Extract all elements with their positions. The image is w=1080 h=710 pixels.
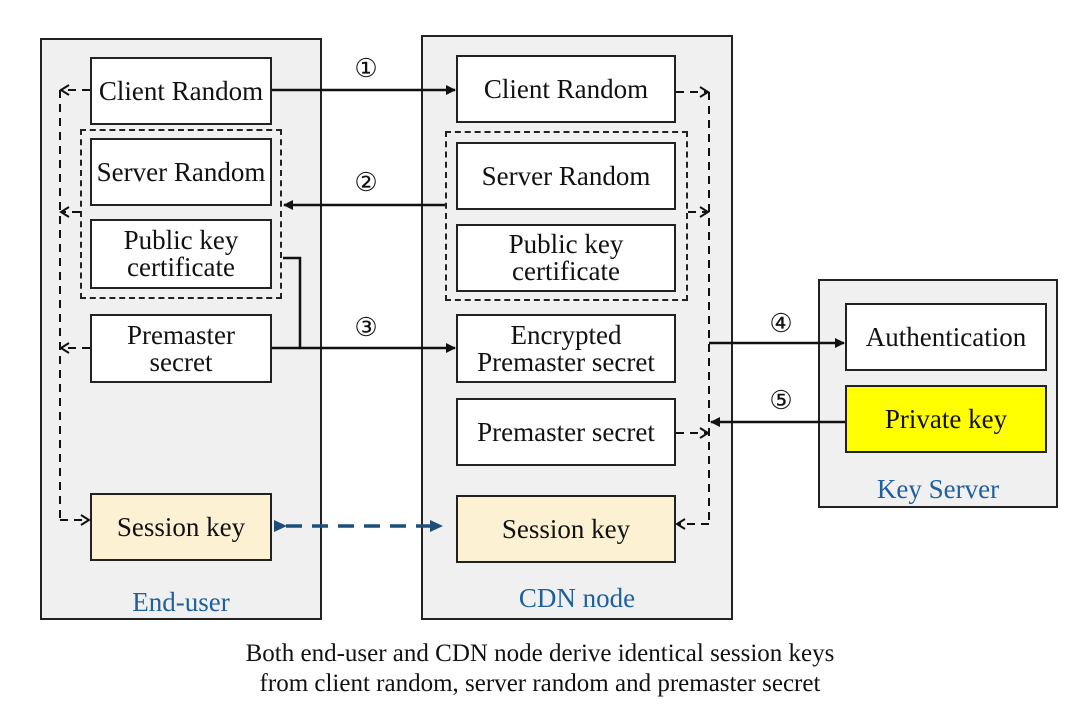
cdn-client-random-box: Client Random	[456, 55, 676, 123]
cdn-encrypted-premaster-box: Encrypted Premaster secret	[456, 314, 676, 383]
end-user-server-random-text: Server Random	[96, 156, 266, 187]
step-3-number: ③	[354, 313, 378, 342]
end-user-public-key-box: Public key certificate	[90, 219, 272, 289]
key-server-authentication-text: Authentication	[865, 321, 1027, 352]
end-user-session-key-box: Session key	[90, 493, 272, 561]
caption-line-2: from client random, server random and pr…	[259, 670, 821, 697]
key-server-private-key-box: Private key	[845, 385, 1047, 453]
step-1-number: ①	[354, 54, 378, 83]
cdn-premaster-text: Premaster secret	[477, 416, 655, 447]
cdn-node-label: CDN node	[518, 583, 636, 613]
key-server-authentication-box: Authentication	[845, 303, 1047, 371]
cdn-public-key-box: Public key certificate	[456, 224, 676, 292]
cdn-server-group	[445, 131, 688, 301]
step-4-number: ④	[769, 309, 793, 338]
step-5-number: ⑤	[769, 386, 793, 415]
end-user-label: End-user	[132, 587, 230, 617]
caption-line-1: Both end-user and CDN node derive identi…	[245, 640, 835, 667]
cdn-session-key-box: Session key	[456, 495, 676, 563]
key-server-private-key-text: Private key	[884, 403, 1008, 434]
end-user-client-random-text: Client Random	[98, 75, 264, 106]
cdn-session-key-text: Session key	[501, 513, 631, 544]
cdn-encrypted-premaster-text: Encrypted Premaster secret	[477, 319, 655, 377]
end-user-session-key-text: Session key	[116, 511, 246, 542]
cdn-premaster-box: Premaster secret	[456, 398, 676, 466]
end-user-premaster-text: Premaster secret	[127, 319, 235, 377]
end-user-premaster-box: Premaster secret	[90, 314, 272, 383]
end-user-public-key-text: Public key certificate	[123, 225, 239, 282]
cdn-server-random-text: Server Random	[481, 160, 651, 191]
key-server-label: Key Server	[876, 474, 1000, 504]
step-2-number: ②	[354, 168, 378, 197]
end-user-server-random-box: Server Random	[90, 138, 272, 206]
cdn-server-random-box: Server Random	[456, 142, 676, 210]
cdn-public-key-text: Public key certificate	[508, 229, 624, 286]
end-user-client-random-box: Client Random	[90, 57, 272, 125]
cdn-client-random-text: Client Random	[483, 73, 649, 104]
end-user-server-group	[80, 129, 282, 299]
